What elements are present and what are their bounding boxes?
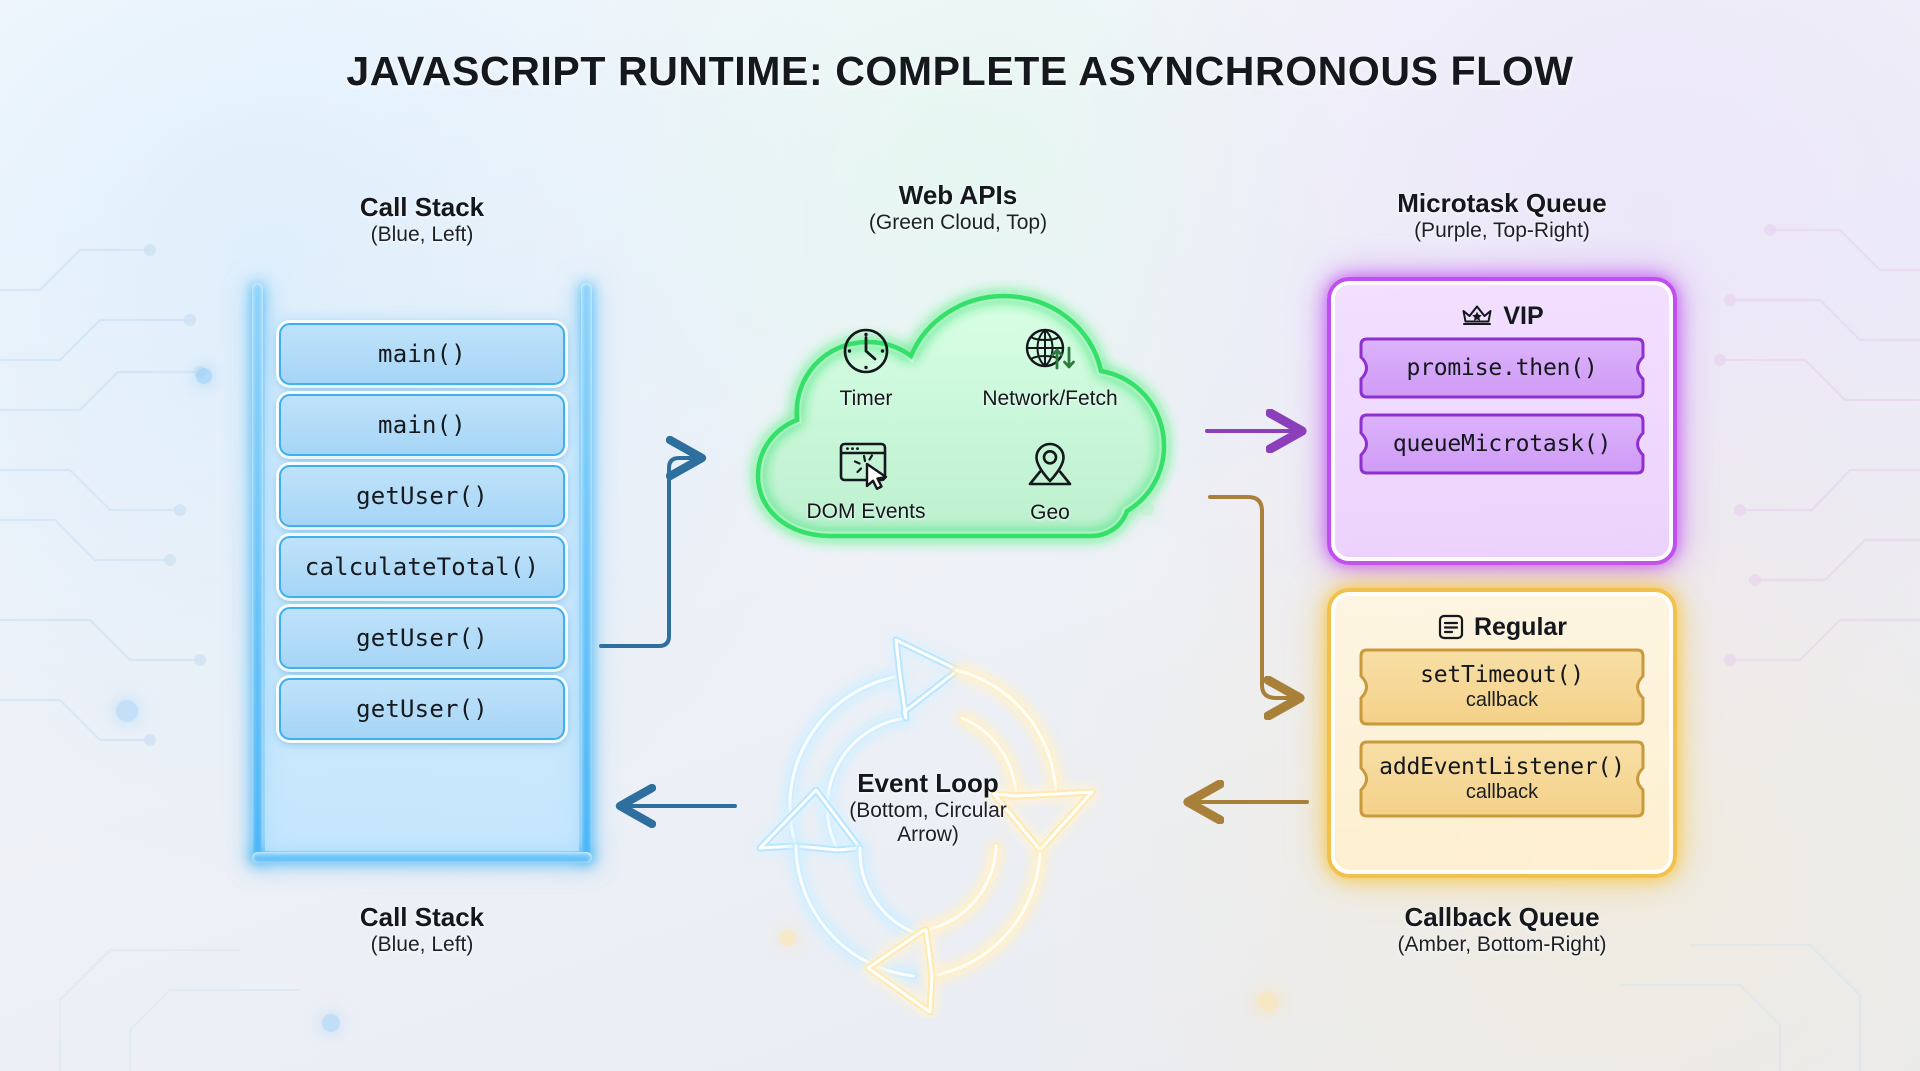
call-stack-caption-bottom: Call Stack (Blue, Left) — [252, 902, 592, 957]
clock-icon — [839, 324, 893, 383]
web-api-item-label: Timer — [839, 386, 893, 410]
event-loop-panel: Event Loop (Bottom, Circular Arrow) — [718, 578, 1138, 1018]
queue-ticket-label: setTimeout() — [1420, 662, 1584, 688]
microtask-queue-caption-title: Microtask Queue — [1397, 188, 1607, 218]
list-document-icon — [1438, 614, 1464, 640]
queue-ticket[interactable]: setTimeout()callback — [1359, 648, 1645, 726]
queue-ticket-label: addEventListener() — [1379, 754, 1625, 780]
call-stack-rail-left — [252, 283, 263, 863]
microtask-ticket-list: promise.then() queueMicrotask() — [1349, 337, 1655, 475]
queue-ticket[interactable]: addEventListener()callback — [1359, 740, 1645, 818]
web-api-item-label: DOM Events — [806, 499, 926, 523]
web-api-item[interactable]: DOM Events — [806, 439, 926, 524]
microtask-queue-badge: VIP — [1349, 295, 1655, 337]
call-stack-frame[interactable]: getUser() — [279, 607, 565, 669]
call-stack-caption-bottom-subtitle: (Blue, Left) — [370, 932, 474, 956]
crown-icon — [1462, 305, 1492, 325]
call-stack-frame[interactable]: getUser() — [279, 678, 565, 740]
web-apis-item-grid: Timer Network/Fetch DOM Events Geo — [718, 268, 1198, 568]
event-loop-caption: Event Loop (Bottom, Circular Arrow) — [718, 768, 1138, 848]
web-apis-cloud-panel: Timer Network/Fetch DOM Events Geo — [718, 268, 1198, 568]
web-api-item[interactable]: Geo — [1023, 438, 1077, 525]
call-stack-panel: main() main() getUser() calculateTotal() get… — [252, 283, 592, 863]
call-stack-frame[interactable]: main() — [279, 394, 565, 456]
connector-web-apis-to-callback-queue — [1208, 495, 1298, 698]
event-loop-caption-subtitle-line1: (Bottom, Circular — [849, 798, 1007, 822]
connector-call-stack-to-web-apis — [599, 458, 700, 648]
call-stack-frame[interactable]: main() — [279, 323, 565, 385]
callback-queue-panel: Regular setTimeout()callback addEventLis… — [1327, 588, 1677, 878]
call-stack-caption-title: Call Stack — [359, 192, 485, 222]
web-apis-caption: Web APIs (Green Cloud, Top) — [718, 180, 1198, 235]
call-stack-caption-bottom-title: Call Stack — [359, 902, 485, 932]
event-loop-circular-arrow-icon — [756, 636, 1096, 1016]
call-stack-caption-top: Call Stack (Blue, Left) — [252, 192, 592, 247]
queue-ticket-label: promise.then() — [1406, 355, 1598, 381]
call-stack-frame[interactable]: getUser() — [279, 465, 565, 527]
web-apis-caption-title: Web APIs — [898, 180, 1018, 210]
queue-ticket-label: queueMicrotask() — [1392, 431, 1612, 457]
call-stack-caption-subtitle: (Blue, Left) — [370, 222, 474, 246]
callback-queue-caption-title: Callback Queue — [1404, 902, 1600, 932]
web-api-item[interactable]: Timer — [839, 324, 893, 411]
bokeh-dot — [116, 700, 138, 722]
callback-queue-caption-subtitle: (Amber, Bottom-Right) — [1397, 932, 1607, 956]
event-loop-caption-subtitle-line2: Arrow) — [897, 823, 959, 847]
web-apis-caption-subtitle: (Green Cloud, Top) — [868, 210, 1048, 234]
web-api-item-label: Geo — [1030, 500, 1070, 524]
event-loop-caption-title: Event Loop — [857, 768, 999, 798]
microtask-queue-panel: VIP promise.then() queueMicrotask() — [1327, 277, 1677, 565]
bokeh-dot — [196, 368, 212, 384]
callback-queue-caption: Callback Queue (Amber, Bottom-Right) — [1302, 902, 1702, 957]
call-stack-rail-right — [581, 283, 592, 863]
globe-arrows-icon — [1021, 324, 1079, 383]
call-stack-frame-list: main() main() getUser() calculateTotal() get… — [265, 283, 579, 851]
callback-queue-badge-label: Regular — [1473, 612, 1568, 641]
callback-ticket-list: setTimeout()callback addEventListener()c… — [1349, 648, 1655, 818]
microtask-queue-caption: Microtask Queue (Purple, Top-Right) — [1302, 188, 1702, 243]
queue-ticket[interactable]: queueMicrotask() — [1359, 413, 1645, 475]
call-stack-rail-bottom — [252, 852, 592, 863]
web-api-item[interactable]: Network/Fetch — [982, 324, 1118, 411]
browser-cursor-icon — [836, 439, 896, 496]
call-stack-frame[interactable]: calculateTotal() — [279, 536, 565, 598]
web-api-item-label: Network/Fetch — [982, 386, 1118, 410]
queue-ticket-sublabel: callback — [1465, 781, 1539, 803]
callback-queue-badge: Regular — [1349, 606, 1655, 648]
bokeh-dot — [1258, 992, 1278, 1012]
queue-ticket[interactable]: promise.then() — [1359, 337, 1645, 399]
microtask-queue-badge-label: VIP — [1503, 301, 1544, 330]
page-title: JAVASCRIPT RUNTIME: COMPLETE ASYNCHRONOU… — [346, 48, 1574, 94]
queue-ticket-sublabel: callback — [1465, 689, 1539, 711]
microtask-queue-caption-subtitle: (Purple, Top-Right) — [1414, 218, 1590, 242]
bokeh-dot — [322, 1014, 340, 1032]
map-pin-icon — [1023, 438, 1077, 497]
